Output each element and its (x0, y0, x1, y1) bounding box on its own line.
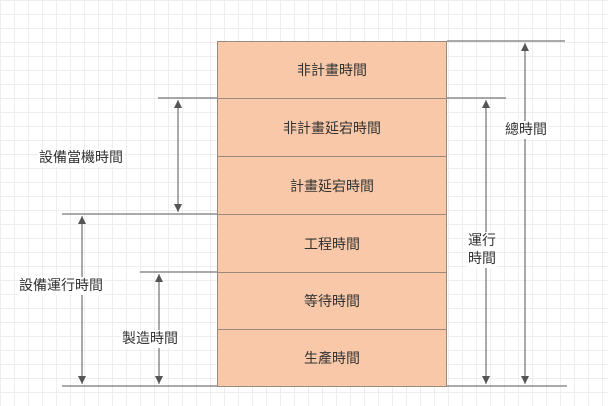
manufacturing-arrow-head-top (155, 274, 163, 282)
running-arrow-head-top (78, 216, 86, 224)
block-label: 工程時間 (304, 236, 360, 253)
manufacturing-time-label: 製造時間 (121, 330, 179, 348)
total-arrow-head-bottom (521, 376, 529, 384)
total-arrow-head-top (521, 43, 529, 51)
block-engineering-time: 工程時間 (217, 214, 447, 273)
total-time-label: 總時間 (504, 121, 548, 139)
operating-time-label: 運行 時間 (467, 232, 497, 268)
block-label: 非計畫時間 (297, 63, 367, 79)
standby-arrow-head-bottom (174, 204, 182, 212)
block-unplanned-delay-time: 非計畫延宕時間 (217, 98, 447, 157)
block-waiting-time: 等待時間 (217, 272, 447, 330)
block-unplanned-time: 非計畫時間 (217, 41, 447, 99)
running-arrow-head-bottom (78, 376, 86, 384)
block-label: 生產時間 (304, 351, 360, 367)
block-label: 等待時間 (304, 294, 360, 310)
manufacturing-arrow-head-bottom (155, 376, 163, 384)
standby-arrow-head-top (174, 100, 182, 108)
block-label: 非計畫延宕時間 (283, 120, 381, 137)
block-label: 計畫延宕時間 (290, 178, 374, 195)
operating-arrow-head-bottom (482, 376, 490, 384)
running-time-label: 設備運行時間 (18, 277, 104, 295)
block-production-time: 生產時間 (217, 329, 447, 387)
block-planned-delay-time: 計畫延宕時間 (217, 156, 447, 215)
standby-time-label: 設備當機時間 (38, 149, 124, 167)
operating-arrow-head-top (482, 100, 490, 108)
